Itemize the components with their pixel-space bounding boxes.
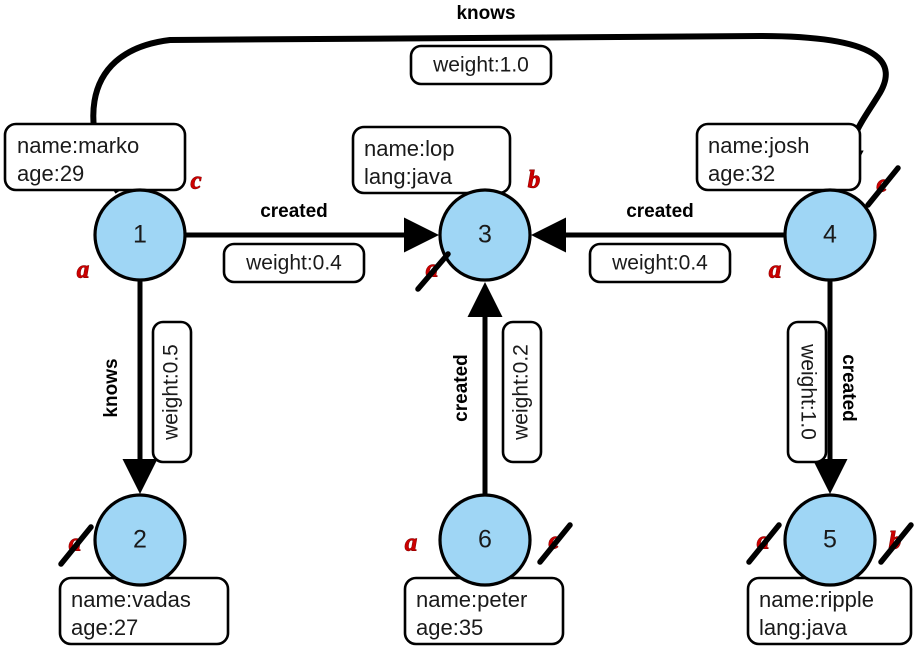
annotation-a-node-1-letter: a bbox=[77, 257, 90, 284]
node-5-circle[interactable] bbox=[783, 493, 877, 587]
weight-box-created-4-3-text: weight:0.4 bbox=[611, 252, 708, 275]
weight-box-created-6-3-rect bbox=[501, 320, 543, 464]
annotation-c-node-6-struck: c bbox=[537, 522, 573, 565]
strikethrough-icon bbox=[415, 251, 451, 292]
weight-box-created-6-3-text: weight:0.2 bbox=[510, 344, 533, 441]
prop-box-node-2-line-1: name:vadas bbox=[71, 587, 191, 612]
annotation-a-node-2-struck: a bbox=[58, 524, 94, 567]
edge-knows-1-4[interactable] bbox=[90, 32, 889, 194]
annotation-a-node-4: a bbox=[768, 256, 782, 284]
edge-knows-1-4-path bbox=[90, 32, 889, 194]
prop-box-node-6: name:peter age:35 bbox=[403, 576, 565, 646]
prop-box-node-2: name:vadas age:27 bbox=[58, 576, 230, 646]
weight-box-created-1-3-text: weight:0.4 bbox=[245, 252, 342, 275]
weight-box-knows-1-2-rect bbox=[151, 320, 193, 464]
weight-box-created-6-3: weight:0.2 bbox=[501, 320, 543, 464]
node-4[interactable]: 4 bbox=[783, 188, 877, 282]
weight-box-knows-1-2: weight:0.5 bbox=[151, 320, 193, 464]
prop-box-node-5-line-2: lang:java bbox=[759, 615, 848, 640]
node-4-label: 4 bbox=[823, 221, 837, 249]
prop-box-node-4-rect bbox=[695, 122, 862, 192]
weight-box-knows-1-2-text: weight:0.5 bbox=[160, 344, 183, 441]
annotation-a-node-5-struck: a bbox=[746, 522, 782, 565]
prop-box-node-1-line-1: name:marko bbox=[17, 133, 139, 158]
annotation-c-node-1: c bbox=[190, 167, 202, 195]
node-2[interactable]: 2 bbox=[93, 493, 187, 587]
node-2-circle[interactable] bbox=[93, 493, 187, 587]
prop-box-node-5-line-1: name:ripple bbox=[759, 587, 874, 612]
weight-box-created-4-5-text: weight:1.0 bbox=[796, 343, 819, 440]
annotation-b-node-3: b bbox=[527, 166, 541, 194]
weight-box-created-1-3: weight:0.4 bbox=[222, 242, 366, 284]
prop-box-node-2-line-2: age:27 bbox=[71, 615, 138, 640]
weight-box-created-4-5-rect bbox=[786, 320, 828, 464]
prop-box-node-6-line-2: age:35 bbox=[416, 615, 483, 640]
node-3-label: 3 bbox=[478, 221, 492, 249]
edge-label-knows-1-4: knows bbox=[456, 3, 515, 24]
node-1-circle[interactable] bbox=[93, 188, 187, 282]
annotation-a-node-1: a bbox=[76, 256, 90, 284]
node-6-circle[interactable] bbox=[438, 493, 532, 587]
node-6[interactable]: 6 bbox=[438, 493, 532, 587]
prop-box-node-1-line-2: age:29 bbox=[17, 161, 84, 186]
node-3-circle[interactable] bbox=[438, 188, 532, 282]
weight-box-knows-1-4-rect bbox=[409, 44, 553, 86]
annotation-b-node-5-struck: b bbox=[878, 522, 914, 565]
weight-box-created-4-3: weight:0.4 bbox=[588, 242, 732, 284]
edge-label-created-4-3: created bbox=[626, 201, 694, 222]
annotation-b-node-3-letter: b bbox=[528, 167, 541, 194]
edge-label-created-6-3: created bbox=[451, 354, 472, 422]
prop-box-node-3-rect bbox=[351, 125, 512, 195]
prop-box-node-4-line-2: age:32 bbox=[708, 161, 775, 186]
annotation-a-node-6-letter: a bbox=[405, 530, 418, 557]
strikethrough-icon bbox=[865, 165, 901, 208]
strikethrough-icon bbox=[878, 522, 914, 565]
node-5-label: 5 bbox=[823, 526, 837, 554]
node-1-label: 1 bbox=[133, 221, 147, 249]
weight-box-created-4-5: weight:1.0 bbox=[786, 320, 828, 464]
edge-label-created-4-5: created bbox=[838, 354, 859, 422]
weight-box-created-4-3-rect bbox=[588, 242, 732, 284]
strikethrough-icon bbox=[746, 522, 782, 565]
prop-box-node-1: name:marko age:29 bbox=[3, 122, 187, 192]
prop-box-node-4: name:josh age:32 bbox=[695, 122, 862, 192]
node-6-label: 6 bbox=[478, 526, 492, 554]
node-3[interactable]: 3 bbox=[438, 188, 532, 282]
strikethrough-icon bbox=[537, 522, 573, 565]
prop-box-node-6-line-1: name:peter bbox=[416, 587, 527, 612]
node-4-circle[interactable] bbox=[783, 188, 877, 282]
prop-box-node-5: name:ripple lang:java bbox=[746, 576, 913, 646]
edge-label-created-1-3: created bbox=[260, 201, 328, 222]
annotation-a-node-6: a bbox=[404, 529, 418, 557]
node-2-label: 2 bbox=[133, 526, 147, 554]
prop-box-node-4-line-1: name:josh bbox=[708, 133, 810, 158]
prop-box-node-3: name:lop lang:java bbox=[351, 125, 512, 195]
prop-box-node-3-line-1: name:lop bbox=[364, 136, 455, 161]
weight-box-created-1-3-rect bbox=[222, 242, 366, 284]
annotation-c-node-1-letter: c bbox=[190, 168, 201, 195]
prop-box-node-3-line-2: lang:java bbox=[364, 164, 453, 189]
annotation-c-node-4-struck: c bbox=[865, 165, 901, 208]
node-5[interactable]: 5 bbox=[783, 493, 877, 587]
annotation-a-node-4-letter: a bbox=[769, 257, 782, 284]
prop-box-node-1-rect bbox=[3, 122, 187, 192]
strikethrough-icon bbox=[58, 524, 94, 567]
node-1[interactable]: 1 bbox=[93, 188, 187, 282]
weight-box-knows-1-4-text: weight:1.0 bbox=[432, 54, 529, 77]
annotation-a-node-3-struck: a bbox=[415, 251, 451, 292]
edge-label-knows-1-2: knows bbox=[101, 358, 122, 417]
weight-box-knows-1-4: weight:1.0 bbox=[409, 44, 553, 86]
